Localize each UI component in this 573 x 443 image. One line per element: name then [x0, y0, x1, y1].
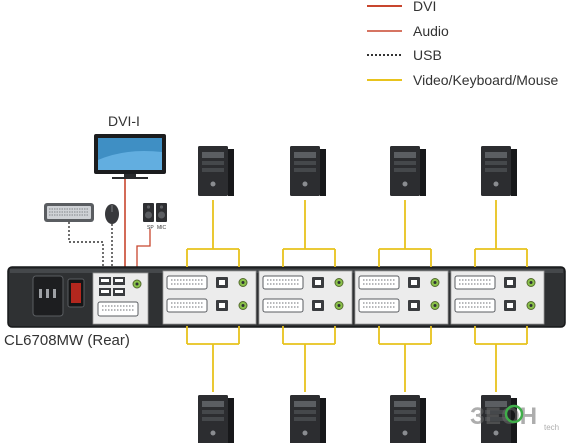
usb-port-1b	[216, 300, 228, 311]
usb-port-1a	[216, 277, 228, 288]
usb-port-2b	[312, 300, 324, 311]
kvm-cable-top-1	[186, 200, 240, 267]
console-port-panel	[92, 272, 149, 325]
dvi-port-3a	[358, 275, 400, 290]
dvi-port-1a	[166, 275, 208, 290]
pc-port-group-1	[162, 270, 257, 325]
monitor-icon	[94, 134, 166, 179]
usb-port-3b	[408, 300, 420, 311]
usb-port-4b	[504, 300, 516, 311]
kvm-cable-bottom-4	[474, 326, 528, 392]
kvm-cable-top-4	[474, 200, 528, 267]
usb-port-3a	[408, 277, 420, 288]
audio-jack-1a	[238, 278, 248, 287]
audio-jack-4a	[526, 278, 536, 287]
audio-jack-2b	[334, 301, 344, 310]
audio-jack-1b	[238, 301, 248, 310]
console-group: DVI-I SP MIC	[44, 113, 167, 282]
speakers-icon	[143, 203, 167, 222]
usb-port-console-4	[113, 288, 125, 296]
usb-port-console-2	[113, 277, 125, 285]
keyboard-usb-cable	[68, 222, 104, 276]
usb-port-console-1	[99, 277, 111, 285]
pc-port-group-3	[354, 270, 449, 325]
computer-icon-top-2	[290, 146, 326, 196]
watermark-text: ЗЕОН	[470, 403, 537, 430]
monitor-label: DVI-I	[108, 113, 140, 129]
computer-icon-bottom-4	[481, 395, 517, 443]
usb-port-console-3	[99, 288, 111, 296]
legend-usb-label: USB	[413, 47, 442, 63]
computer-icon-top-4	[481, 146, 517, 196]
kvm-cable-top-2	[282, 200, 336, 267]
computer-icon-top-1	[198, 146, 234, 196]
legend-item-audio: Audio	[367, 23, 449, 39]
computer-icon-bottom-3	[390, 395, 426, 443]
legend-item-usb: USB	[367, 47, 442, 63]
computer-icon-top-3	[390, 146, 426, 196]
legend-video-label: Video/Keyboard/Mouse	[413, 72, 558, 88]
dvi-port-1b	[166, 298, 208, 313]
kvm-device	[7, 266, 566, 328]
computers-top-row	[198, 146, 517, 196]
dvi-port-3b	[358, 298, 400, 313]
audio-jack-3b	[430, 301, 440, 310]
legend-dvi-label: DVI	[413, 0, 436, 14]
legend-item-video: Video/Keyboard/Mouse	[367, 72, 558, 88]
pc-port-groups	[162, 270, 545, 325]
kvm-cable-bottom-1	[186, 326, 240, 392]
legend-audio-label: Audio	[413, 23, 449, 39]
power-switch	[67, 278, 85, 308]
audio-jack-3a	[430, 278, 440, 287]
computers-bottom-row	[198, 395, 517, 443]
computer-icon-bottom-2	[290, 395, 326, 443]
video-keyboard-mouse-cables	[186, 200, 528, 392]
speaker-label: SP	[147, 225, 154, 231]
brand-watermark: ЗЕОН tech	[470, 403, 559, 432]
device-label: CL6708MW (Rear)	[4, 332, 130, 349]
mouse-icon	[105, 204, 119, 224]
audio-jack-4b	[526, 301, 536, 310]
watermark-subtext: tech	[544, 423, 559, 432]
dvi-port-2b	[262, 298, 304, 313]
legend-item-dvi: DVI	[367, 0, 436, 14]
power-socket	[32, 275, 64, 317]
dvi-port-2a	[262, 275, 304, 290]
pc-port-group-2	[258, 270, 353, 325]
computer-icon-bottom-1	[198, 395, 234, 443]
legend: DVI Audio USB Video/Keyboard/Mouse	[367, 0, 558, 88]
keyboard-icon	[44, 203, 94, 222]
audio-cable	[136, 229, 151, 282]
mic-label: MIC	[157, 225, 167, 231]
dvi-port-console	[97, 301, 139, 317]
dvi-port-4b	[454, 298, 496, 313]
kvm-cable-top-3	[378, 200, 432, 267]
kvm-cable-bottom-3	[378, 326, 432, 392]
pc-port-group-4	[450, 270, 545, 325]
audio-jack-console	[132, 279, 142, 289]
kvm-cable-bottom-2	[282, 326, 336, 392]
usb-port-4a	[504, 277, 516, 288]
watermark-power-icon	[504, 404, 524, 424]
dvi-port-4a	[454, 275, 496, 290]
audio-jack-2a	[334, 278, 344, 287]
usb-port-2a	[312, 277, 324, 288]
